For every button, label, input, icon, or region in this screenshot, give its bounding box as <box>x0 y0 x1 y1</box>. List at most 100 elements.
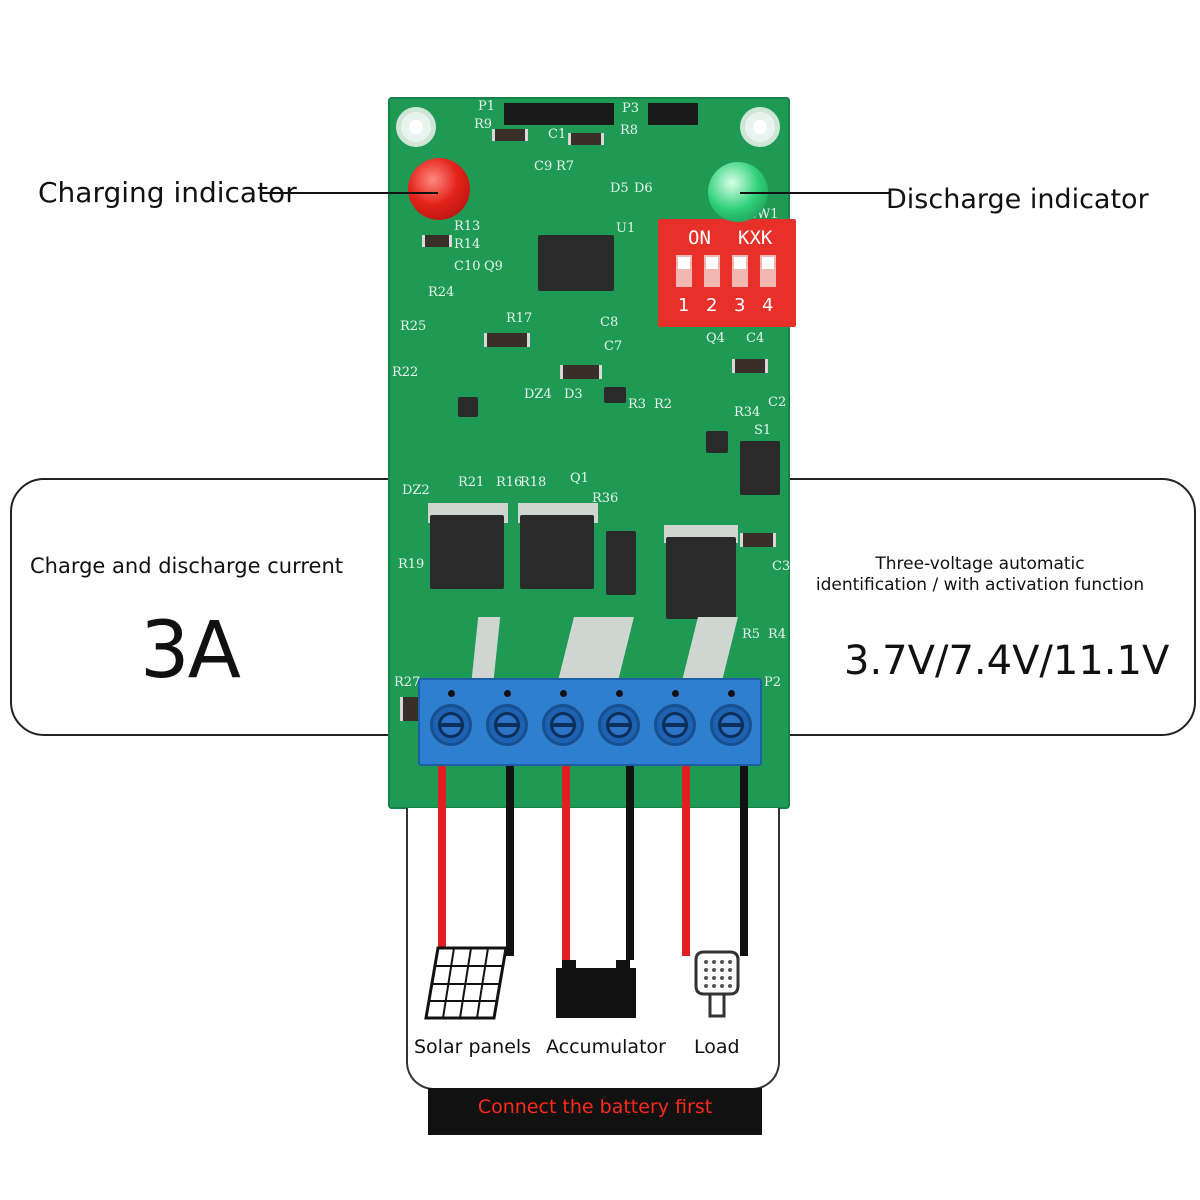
terminal-dot <box>560 690 567 697</box>
solar-panels-label: Solar panels <box>414 1036 532 1058</box>
silkscreen-label: R4 <box>768 627 787 642</box>
solar-negative-wire <box>506 760 514 956</box>
diode <box>606 531 636 595</box>
silkscreen-label: D3 <box>564 387 583 402</box>
silkscreen-label: C9 <box>534 159 553 174</box>
battery-icon <box>556 960 636 1018</box>
load-label: Load <box>694 1036 740 1058</box>
silkscreen-label: R27 <box>394 675 421 690</box>
silkscreen-label: P1 <box>478 99 496 114</box>
terminal-dot <box>672 690 679 697</box>
terminal-screw[interactable] <box>598 704 640 746</box>
terminal-screw[interactable] <box>542 704 584 746</box>
silkscreen-label: R36 <box>592 491 619 506</box>
charging-led <box>408 158 470 220</box>
ic-chip <box>538 235 614 291</box>
silkscreen-label: Q4 <box>706 331 725 346</box>
silkscreen-label: DZ4 <box>524 387 552 402</box>
charging-pointer-line <box>262 192 438 194</box>
charging-indicator-label: Charging indicator <box>38 176 297 209</box>
silkscreen-label: R3 <box>628 397 647 412</box>
silkscreen-label: C1 <box>548 127 567 142</box>
silkscreen-label: C7 <box>604 339 623 354</box>
silkscreen-label: R25 <box>400 319 427 334</box>
silkscreen-label: C3 <box>772 559 791 574</box>
silkscreen-label: R7 <box>556 159 575 174</box>
solar-panel-icon <box>424 946 508 1020</box>
silkscreen-label: Q9 <box>484 259 503 274</box>
smd-component <box>492 129 528 141</box>
smd-component <box>740 533 776 547</box>
smd-component <box>560 365 602 379</box>
dip-number: 1 <box>678 295 690 316</box>
terminal-screw[interactable] <box>486 704 528 746</box>
silkscreen-label: DZ2 <box>402 483 430 498</box>
silkscreen-label: R5 <box>742 627 761 642</box>
silkscreen-label: U1 <box>616 221 636 236</box>
solar-positive-wire <box>438 760 446 956</box>
smd-component <box>422 235 452 247</box>
warning-text: Connect the battery first <box>477 1096 713 1118</box>
dip-switch: ON KXK 1 2 3 4 <box>658 219 796 327</box>
silkscreen-label: C4 <box>746 331 765 346</box>
silkscreen-label: R9 <box>474 117 493 132</box>
smd-component <box>484 333 530 347</box>
voltage-value: 3.7V/7.4V/11.1V <box>844 638 1170 684</box>
voltage-label-line1: Three-voltage automatic <box>875 554 1085 574</box>
terminal-screw[interactable] <box>710 704 752 746</box>
silkscreen-label: P2 <box>764 675 782 690</box>
battery-positive-wire <box>562 760 570 960</box>
silkscreen-label: S1 <box>754 423 772 438</box>
load-negative-wire <box>740 760 748 956</box>
header-pins <box>504 103 614 125</box>
silkscreen-label: R22 <box>392 365 419 380</box>
dip-slot[interactable] <box>676 255 692 287</box>
silkscreen-label: R24 <box>428 285 455 300</box>
silkscreen-label: R34 <box>734 405 761 420</box>
transistor <box>706 431 728 453</box>
silkscreen-label: R19 <box>398 557 425 572</box>
dip-slot[interactable] <box>704 255 720 287</box>
dip-switch-on-label: ON <box>688 227 711 249</box>
current-value: 3A <box>140 606 241 696</box>
terminal-dot <box>728 690 735 697</box>
silkscreen-label: R18 <box>520 475 547 490</box>
terminal-screw[interactable] <box>430 704 472 746</box>
silkscreen-label: R13 <box>454 219 481 234</box>
lamp-icon <box>694 950 740 1018</box>
silkscreen-label: C8 <box>600 315 619 330</box>
terminal-screw[interactable] <box>654 704 696 746</box>
silkscreen-label: R21 <box>458 475 485 490</box>
dip-slot[interactable] <box>732 255 748 287</box>
silkscreen-label: C2 <box>768 395 787 410</box>
silkscreen-label: R16 <box>496 475 523 490</box>
discharge-pointer-line <box>740 192 890 194</box>
mosfet <box>430 515 504 589</box>
mosfet <box>666 537 736 619</box>
screw-terminal-block <box>418 678 762 766</box>
load-positive-wire <box>682 760 690 956</box>
current-callout-box <box>10 478 434 736</box>
voltage-label-line2: identification / with activation functio… <box>815 575 1145 595</box>
discharge-indicator-label: Discharge indicator <box>886 184 1149 215</box>
terminal-dot <box>616 690 623 697</box>
silkscreen-label: R17 <box>506 311 533 326</box>
battery-negative-wire <box>626 760 634 960</box>
silkscreen-label: P3 <box>622 101 640 116</box>
silkscreen-label: D5 <box>610 181 629 196</box>
dip-number: 3 <box>734 295 746 316</box>
silkscreen-label: R8 <box>620 123 639 138</box>
silkscreen-label: Q1 <box>570 471 589 486</box>
smd-component <box>732 359 768 373</box>
transistor <box>458 397 478 417</box>
terminal-dot <box>504 690 511 697</box>
mosfet <box>520 515 594 589</box>
transistor <box>604 387 626 403</box>
current-label: Charge and discharge current <box>30 554 343 578</box>
voltage-callout-box <box>752 478 1196 736</box>
transistor <box>740 441 780 495</box>
dip-number: 2 <box>706 295 718 316</box>
silkscreen-label: R2 <box>654 397 673 412</box>
dip-number: 4 <box>762 295 774 316</box>
dip-slot[interactable] <box>760 255 776 287</box>
